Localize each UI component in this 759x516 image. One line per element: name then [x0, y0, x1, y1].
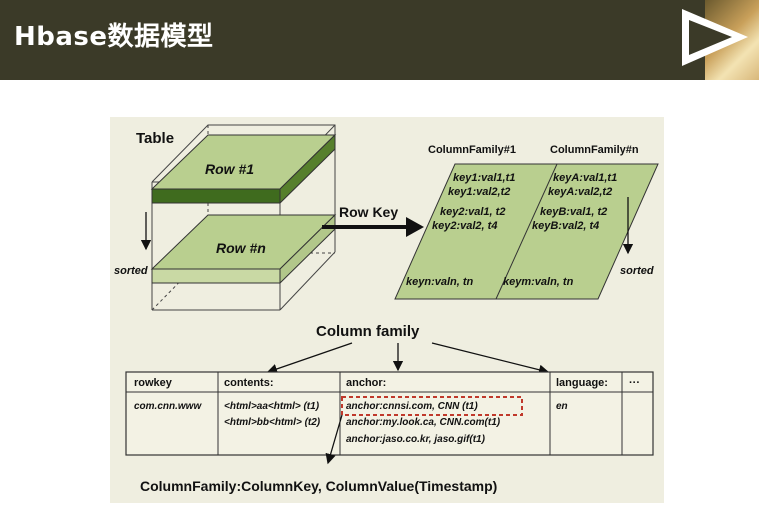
formula-text: ColumnFamily:ColumnKey, ColumnValue(Time…	[140, 478, 497, 494]
table-cell-anchor: anchor:my.look.ca, CNN.com(t1)	[346, 417, 501, 428]
play-triangle-icon	[682, 9, 748, 66]
row-first-slab	[150, 133, 337, 205]
row-key-label: Row Key	[339, 204, 398, 220]
family-one-entry: key1:val1,t1	[453, 172, 515, 184]
table-cell-contents: <html>bb<html> (t2)	[224, 417, 321, 428]
family-n-entry: keyA:val2,t2	[548, 186, 612, 198]
table-cell-contents: <html>aa<html> (t1)	[224, 401, 320, 412]
table-header-language: language:	[556, 377, 608, 389]
table-header-more: ···	[629, 377, 640, 389]
family-one-entry: key2:val1, t2	[440, 206, 505, 218]
family-divider	[495, 163, 558, 300]
family-one-entry: keyn:valn, tn	[406, 276, 474, 288]
row-last-label: Row #n	[216, 240, 266, 256]
slide-title: Hbase数据模型	[14, 22, 214, 52]
family-n-entry: keyA:val1,t1	[553, 172, 617, 184]
formula-arrow	[325, 414, 343, 465]
row-key-arrowhead	[406, 217, 424, 237]
row-last-slab	[150, 213, 337, 285]
family-one-entry: key2:val2, t4	[432, 220, 497, 232]
table-label: Table	[136, 130, 174, 147]
column-family-arrows	[266, 342, 550, 375]
family-n-entry: keyB:val1, t2	[540, 206, 607, 218]
table-cell-language: en	[556, 401, 568, 412]
row-first-label: Row #1	[205, 161, 254, 177]
sorted-left-label: sorted	[114, 265, 148, 277]
table-cell-anchor: anchor:cnnsi.com, CNN (t1)	[346, 401, 478, 412]
family-one-title: ColumnFamily#1	[428, 144, 516, 156]
family-one-entry: key1:val2,t2	[448, 186, 510, 198]
header-bar: Hbase数据模型	[0, 0, 759, 80]
family-n-title: ColumnFamily#n	[550, 144, 639, 156]
table-header-rowkey: rowkey	[134, 377, 173, 389]
family-n-entry: keyB:val2, t4	[532, 220, 599, 232]
column-family-table	[125, 371, 654, 456]
table-cell-anchor: anchor:jaso.co.kr, jaso.gif(t1)	[346, 434, 486, 445]
table-header-contents: contents:	[224, 377, 274, 389]
table-cell-rowkey: com.cnn.www	[134, 401, 202, 412]
table-header-anchor: anchor:	[346, 377, 386, 389]
family-n-entry: keym:valn, tn	[503, 276, 574, 288]
hbase-data-model-diagram: Table Row #1 Row #n sorted Row Key Colum…	[110, 117, 664, 503]
sorted-right-label: sorted	[620, 265, 654, 277]
column-family-label: Column family	[316, 323, 420, 340]
anchor-highlight-box	[341, 396, 523, 416]
